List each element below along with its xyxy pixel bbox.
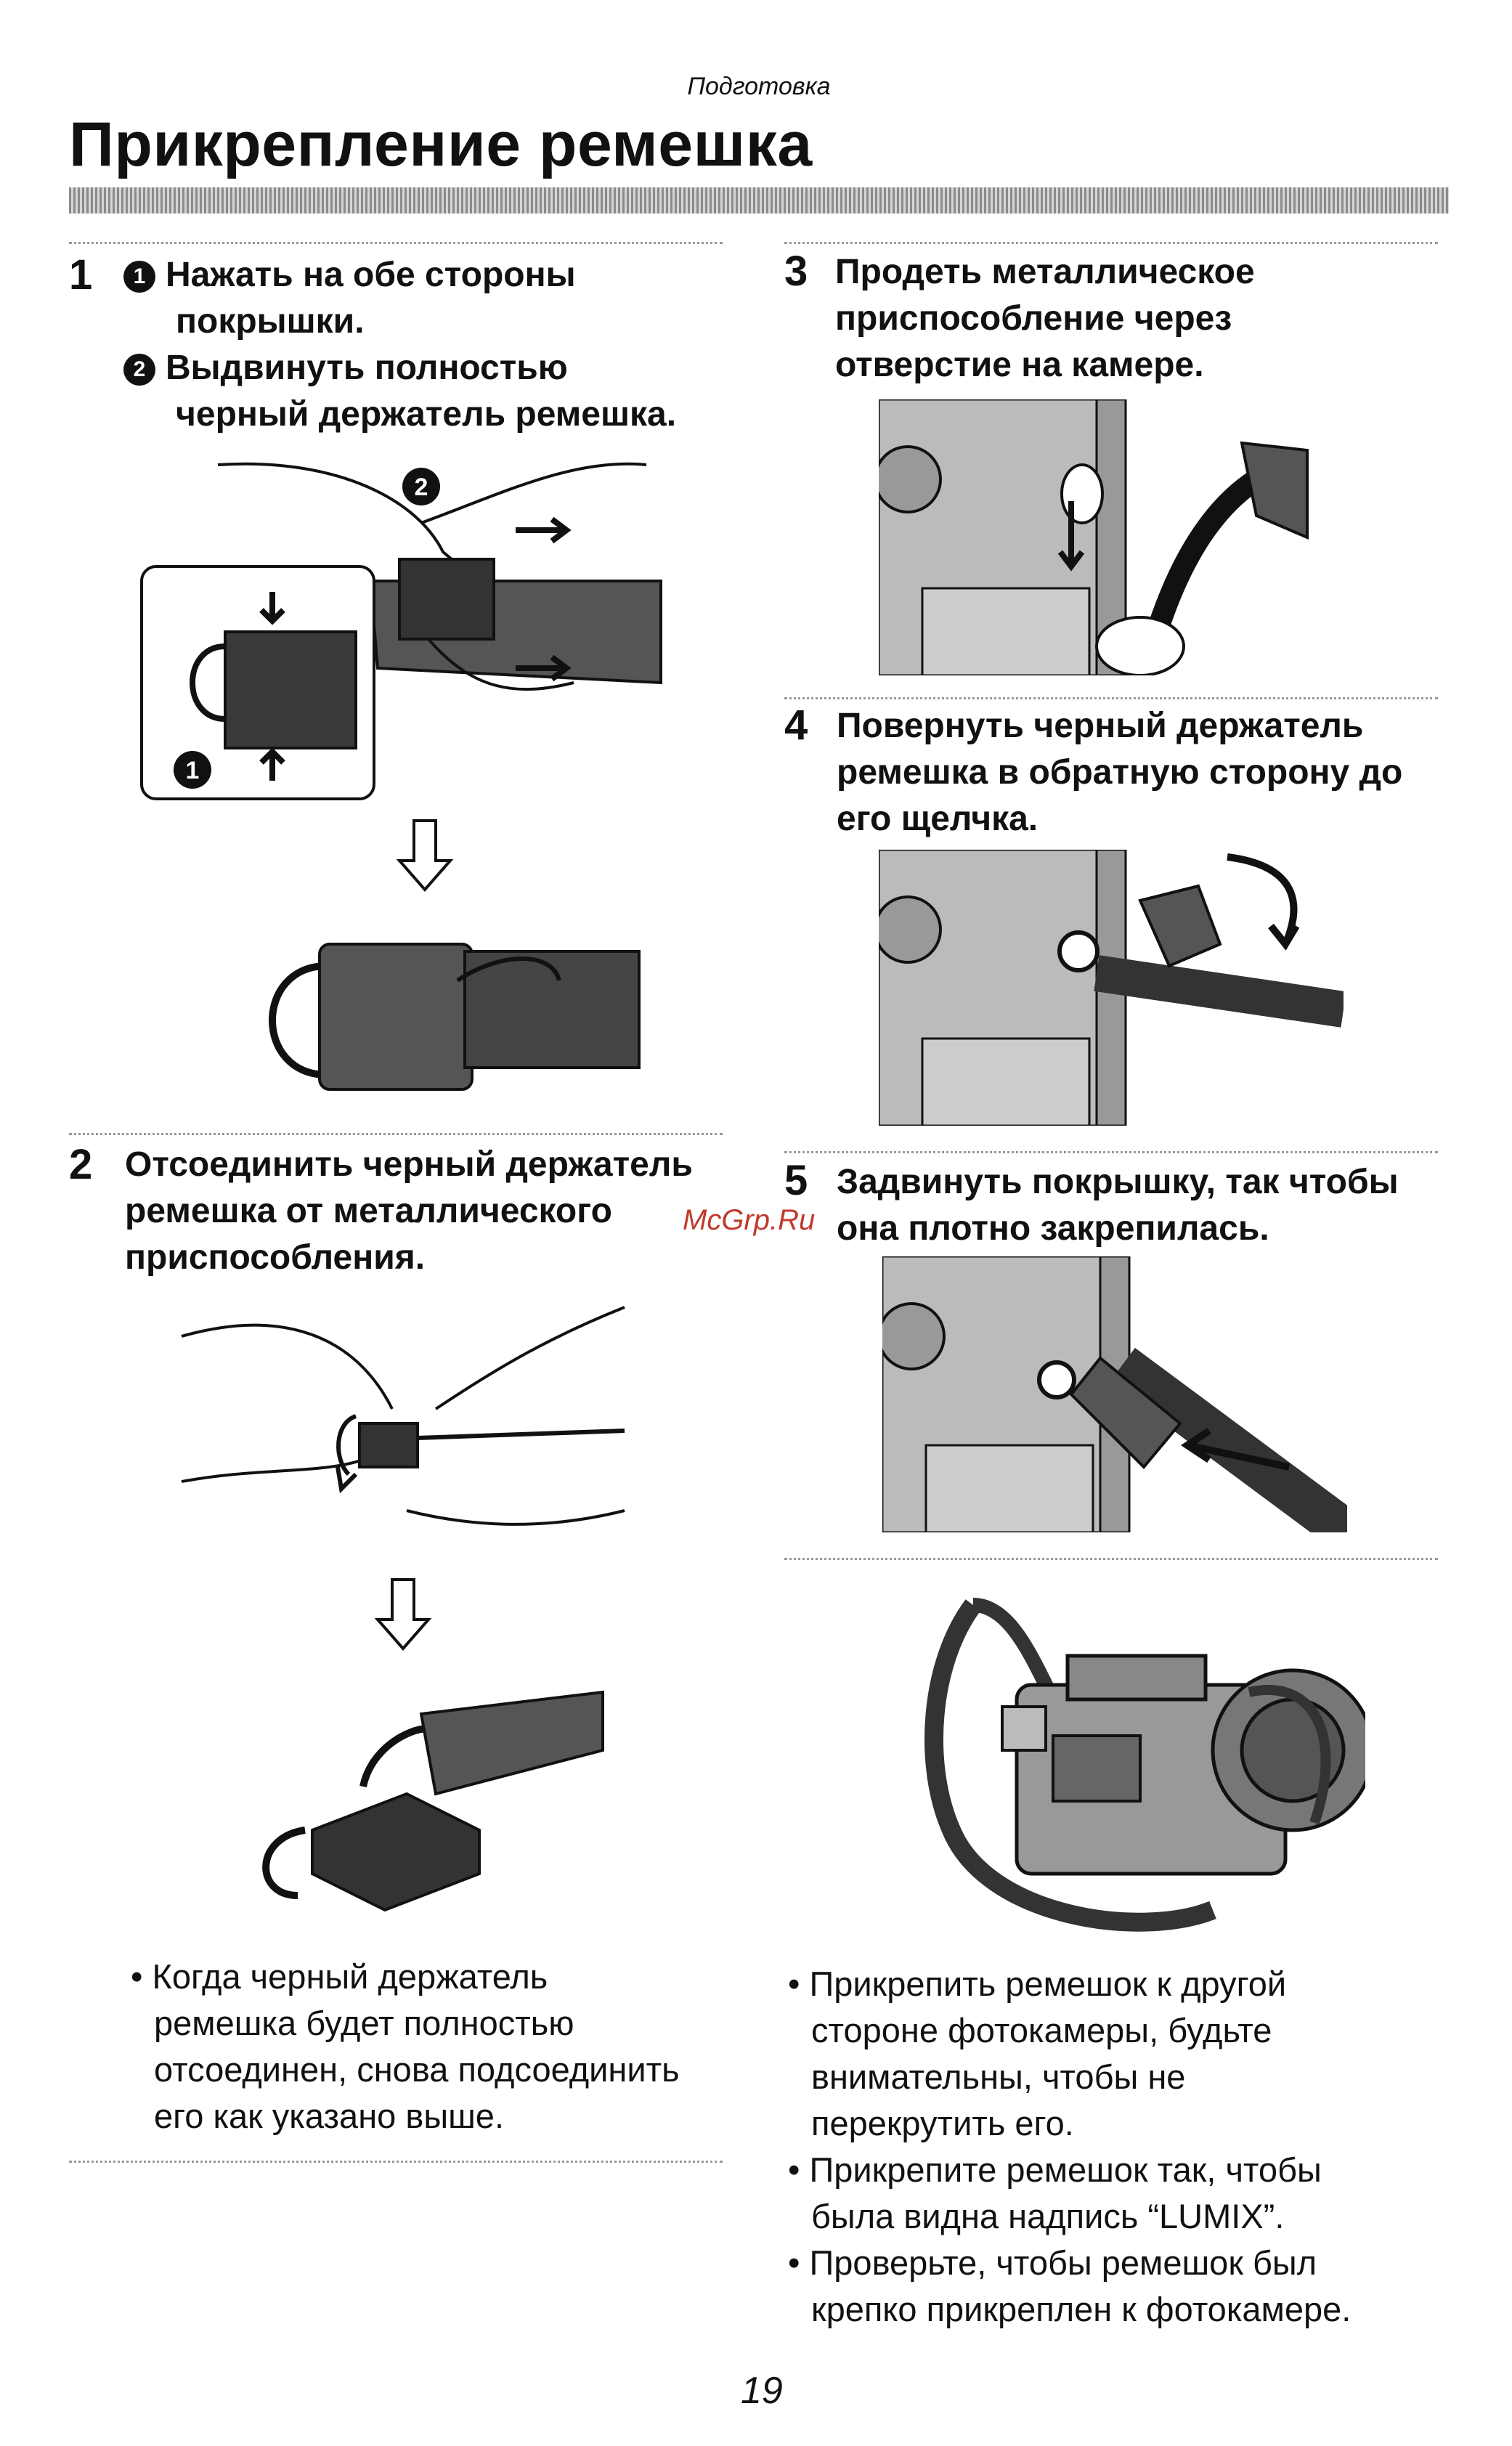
- divider: [784, 697, 1438, 699]
- divider: [784, 242, 1438, 244]
- step-5-illustration: [882, 1256, 1347, 1532]
- step-5-number: 5: [784, 1157, 808, 1204]
- step-3-text: Продеть металлическое приспособление чер…: [835, 253, 1255, 384]
- step-1-illustration: 1 2: [140, 462, 662, 800]
- page-title: Прикрепление ремешка: [69, 110, 813, 179]
- figure-marker-1: 1: [186, 757, 200, 784]
- step-3-number: 3: [784, 248, 808, 295]
- marker-1-badge: 1: [123, 261, 155, 293]
- strap-holder-illustration: [269, 943, 641, 1091]
- page-number: 19: [741, 2370, 783, 2412]
- divider: [69, 1133, 723, 1135]
- divider: [69, 2161, 723, 2163]
- marker-2-badge: 2: [123, 354, 155, 386]
- step-4-number: 4: [784, 702, 808, 749]
- step-4-illustration: [879, 850, 1344, 1126]
- step-2-number: 2: [69, 1141, 93, 1188]
- notes-right: • Прикрепить ремешок к другой стороне фо…: [788, 1964, 1352, 2328]
- section-label: Подготовка: [687, 73, 831, 100]
- detached-holder-illustration: [262, 1690, 604, 1912]
- camera-with-strap-illustration: [924, 1598, 1365, 1932]
- step-2-text: Отсоединить черный держатель ремешка от …: [125, 1145, 693, 1277]
- title-rule: [69, 187, 1449, 214]
- watermark: McGrp.Ru: [683, 1204, 816, 1236]
- step-5-text: Задвинуть покрышку, так чтобы она плотно…: [837, 1163, 1399, 1248]
- step-2-illustration: [181, 1306, 625, 1526]
- note-left: • Когда черный держатель ремешка будет п…: [131, 1957, 680, 2135]
- step-1-number: 1: [69, 251, 93, 298]
- step-4-text: Повернуть черный держатель ремешка в обр…: [837, 707, 1403, 838]
- divider: [784, 1558, 1438, 1560]
- down-arrow-icon: [374, 1578, 432, 1651]
- step-3-illustration: [879, 399, 1309, 675]
- divider: [69, 242, 723, 244]
- divider: [784, 1151, 1438, 1153]
- figure-marker-2: 2: [415, 474, 428, 501]
- down-arrow-icon: [396, 819, 454, 893]
